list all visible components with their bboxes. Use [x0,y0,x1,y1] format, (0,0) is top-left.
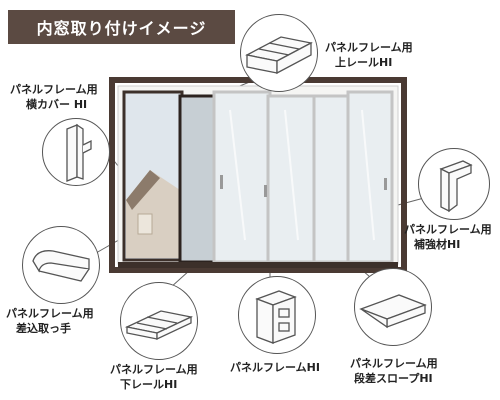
reinforcement-bubble [418,148,490,220]
bottom-rail-label: パネルフレーム用 下レールHI [110,363,198,391]
frame-bubble [238,276,316,354]
top-rail-bubble [240,14,318,92]
side-cover-bubble [42,118,110,186]
outer-window-right [178,94,220,264]
side-cover-label: パネルフレーム用 横カバー HI [10,83,98,111]
bottom-rail-bubble [120,282,198,360]
frame-label: パネルフレームHI [230,361,320,374]
side-cover-profile-icon [66,123,92,182]
sash-handle [384,178,387,190]
slope-bubble [354,268,432,346]
window-bottom-rail [118,262,398,268]
outer-window-left [122,90,184,262]
top-rail-label: パネルフレーム用 上レールHI [325,41,413,69]
slope-label: パネルフレーム用 段差スロープHI [350,357,438,385]
handle-bubble [22,226,100,304]
reinforcement-label: パネルフレーム用 補強材HI [404,223,492,251]
sash-handle [220,175,223,189]
page-title: 内窓取り付けイメージ [36,19,207,38]
handle-label: パネルフレーム用 差込取っ手 [6,307,94,335]
handle-profile-icon [32,250,90,282]
frame-profile-icon [255,290,297,344]
inner-window-sashes [212,90,394,264]
page-title-banner: 内窓取り付けイメージ [8,10,235,44]
reinforcement-profile-icon [439,160,473,213]
slope-profile-icon [359,294,427,329]
sash-handle [264,185,267,197]
bottom-rail-profile-icon [124,310,194,341]
top-rail-profile-icon [245,36,313,75]
